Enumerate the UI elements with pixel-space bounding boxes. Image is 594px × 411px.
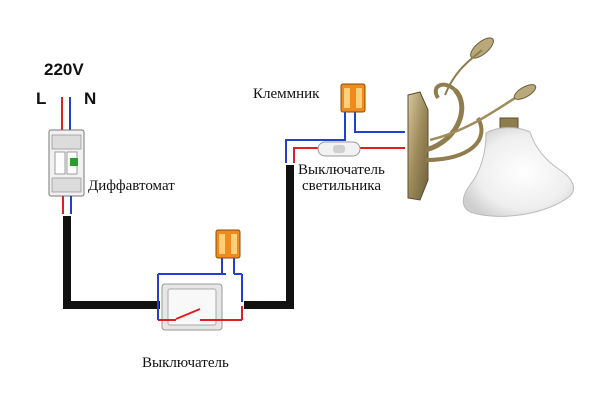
terminal-label: Клеммник	[253, 86, 320, 102]
cable-breaker-to-switch	[63, 216, 160, 309]
wall-switch-label: Выключатель	[142, 355, 229, 371]
breaker-output-wires	[62, 196, 72, 214]
wall-switch	[157, 273, 226, 331]
neutral-label: N	[84, 89, 97, 108]
rcbo-breaker	[48, 129, 85, 197]
lamp-switch-label-line2: светильника	[302, 178, 381, 194]
breaker-label: Диффавтомат	[88, 178, 175, 194]
cable-switch-to-lamp	[244, 165, 294, 309]
lamp-switch-label-line1: Выключатель	[298, 162, 385, 178]
terminal-block-switch	[215, 229, 243, 321]
inline-lamp-switch	[317, 141, 361, 157]
wall-sconce	[407, 37, 575, 217]
supply-wires	[61, 97, 71, 135]
line-label: L	[36, 89, 47, 108]
terminal-block-lamp	[340, 83, 366, 113]
voltage-label: 220V	[44, 60, 84, 79]
lamp-wires	[285, 112, 405, 163]
